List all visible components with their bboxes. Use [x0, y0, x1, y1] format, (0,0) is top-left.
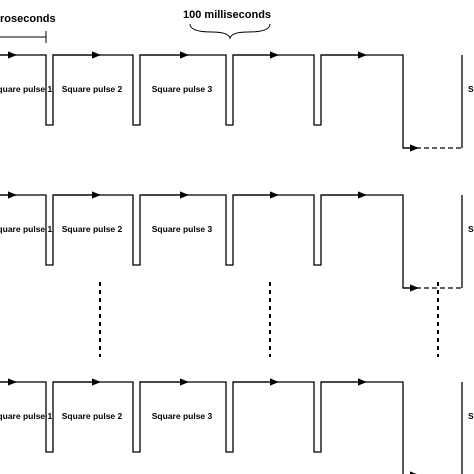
pulse-label-edge: S [468, 411, 474, 421]
pulse-train-waveform [0, 194, 416, 289]
pulse-label: Square pulse 2 [62, 224, 123, 234]
gap-duration-label: 100 milliseconds [183, 9, 271, 21]
pulse-label-edge: S [468, 224, 474, 234]
pulse-label: Square pulse 1 [0, 411, 53, 421]
pulse-label-edge: S [468, 84, 474, 94]
pulse-label: Square pulse 1 [0, 224, 53, 234]
pulse-label: Square pulse 2 [62, 84, 123, 94]
pulse-label: Square pulse 3 [152, 84, 213, 94]
pulse-label: Square pulse 3 [152, 411, 213, 421]
pulse-train-waveform [0, 54, 416, 149]
gap-duration-brace [189, 23, 271, 40]
duration-label-left: roseconds [0, 13, 56, 25]
pulse-label: Square pulse 3 [152, 224, 213, 234]
pulse-train-waveform [0, 381, 404, 474]
pulse-label: Square pulse 2 [62, 411, 123, 421]
pulse-label: Square pulse 1 [0, 84, 53, 94]
